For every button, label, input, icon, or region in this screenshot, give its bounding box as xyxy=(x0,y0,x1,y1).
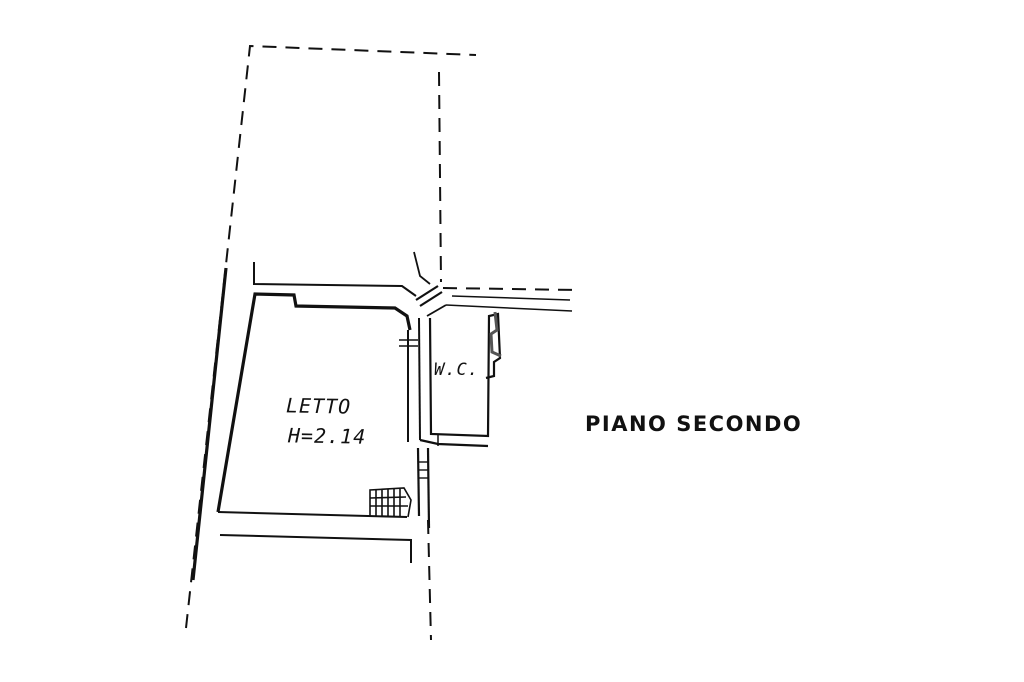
lower-wall xyxy=(219,534,412,563)
wc-walls xyxy=(419,311,502,448)
floor-title: PIANO SECONDO xyxy=(585,412,803,436)
boundary-bottom-vertical xyxy=(427,519,432,641)
boundary-lines xyxy=(185,44,579,641)
passage-walls xyxy=(416,447,431,529)
bedroom-label: LETTO xyxy=(285,393,352,419)
bedroom-walls xyxy=(216,292,421,518)
outer-wall-left xyxy=(191,267,228,581)
bedroom-height-label: H=2.14 xyxy=(287,423,367,449)
staircase xyxy=(369,487,412,518)
wc-label: W.C. xyxy=(434,360,479,380)
bedroom-door xyxy=(399,339,418,347)
boundary-right-horizontal xyxy=(442,287,579,291)
wc-diagonal-wall xyxy=(413,251,447,317)
boundary-inner-vertical xyxy=(438,71,442,283)
boundary-outer-left xyxy=(185,44,477,629)
upper-wall-band xyxy=(253,262,573,312)
